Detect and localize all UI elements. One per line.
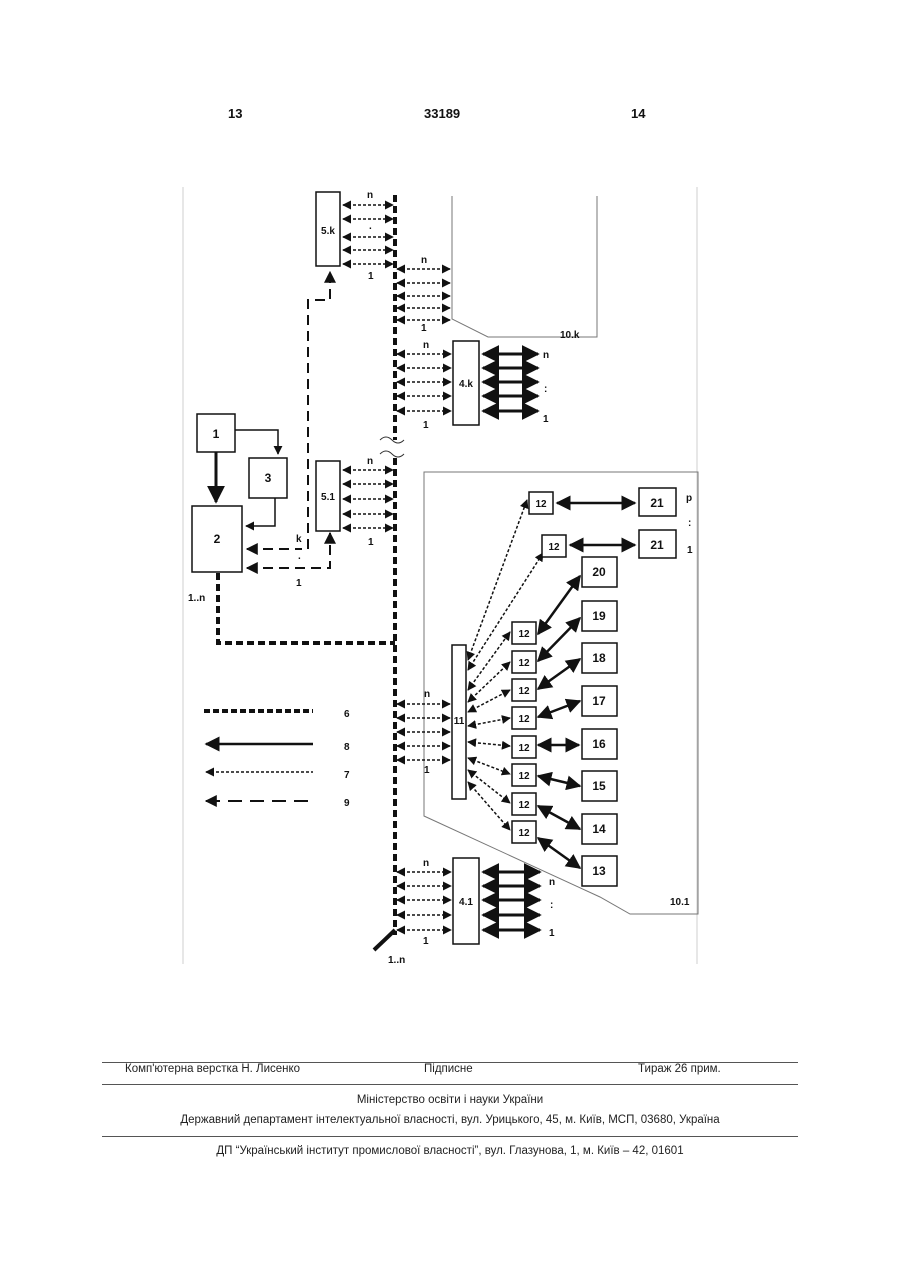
label-n-5-1: n <box>367 456 373 467</box>
footer-layout-by: Комп'ютерна верстка Н. Лисенко <box>125 1063 300 1075</box>
block-4-1-label: 4.1 <box>459 897 473 908</box>
label-n-4-1-right: n <box>549 877 555 888</box>
block-14-label: 14 <box>592 822 606 836</box>
block-12-h-label: 12 <box>518 771 530 782</box>
block-21-p-label: 21 <box>650 496 664 510</box>
label-n-11: n <box>424 689 430 700</box>
label-n-4k-left: n <box>423 340 429 351</box>
footer-ministry: Міністерство освіти і науки України <box>0 1094 900 1106</box>
footer-department: Державний департамент інтелектуальної вл… <box>0 1114 900 1126</box>
block-12-e-label: 12 <box>518 686 530 697</box>
label-one-11: 1 <box>424 765 430 776</box>
region-10-1-label: 10.1 <box>670 897 690 908</box>
label-colon-4k: : <box>544 384 547 395</box>
block-12-d-label: 12 <box>518 658 530 669</box>
label-range-bottom: 1..n <box>388 955 405 966</box>
label-colon-4-1: : <box>550 900 553 911</box>
block-11-label: 11 <box>454 716 465 727</box>
label-one-4-1-right: 1 <box>549 928 555 939</box>
block-4k-label: 4.k <box>459 379 473 390</box>
label-k: k <box>296 534 302 545</box>
legend-number-7: 7 <box>344 770 350 781</box>
block-5k-label: 5.k <box>321 226 335 237</box>
label-one-4k-left: 1 <box>423 420 429 431</box>
block-20-label: 20 <box>592 565 606 579</box>
label-dot-5k: . <box>369 221 372 232</box>
footer-circulation: Тираж 26 прим. <box>638 1063 721 1075</box>
block-3-label: 3 <box>265 471 272 485</box>
block-2-label: 2 <box>214 532 221 546</box>
block-21-1-label: 21 <box>650 538 664 552</box>
block-12-b-label: 12 <box>548 542 560 553</box>
block-18-label: 18 <box>592 651 606 665</box>
block-19-label: 19 <box>592 609 606 623</box>
region-10k-label: 10.k <box>560 330 580 341</box>
region-10k-outline <box>452 196 597 337</box>
block-12-c-label: 12 <box>518 629 530 640</box>
label-dot-k: . <box>298 551 301 562</box>
legend-number-6: 6 <box>344 709 350 720</box>
label-n-4k-right: n <box>543 350 549 361</box>
footer-institute: ДП “Український інститут промислової вла… <box>0 1145 900 1157</box>
label-colon-21: : <box>688 518 691 529</box>
label-one-10k: 1 <box>421 323 427 334</box>
block-1-label: 1 <box>213 427 220 441</box>
block-12-g-label: 12 <box>518 743 530 754</box>
label-one-4-1-left: 1 <box>423 936 429 947</box>
label-n-4-1-left: n <box>423 858 429 869</box>
footer-signed: Підписне <box>424 1063 473 1075</box>
block-12-f-label: 12 <box>518 714 530 725</box>
block-12-j-label: 12 <box>518 828 530 839</box>
label-n-10k: n <box>421 255 427 266</box>
label-p: p <box>686 493 692 504</box>
block-17-label: 17 <box>592 694 606 708</box>
legend-number-9: 9 <box>344 798 350 809</box>
label-n-5k: n <box>367 190 373 201</box>
label-one-5k: 1 <box>368 271 374 282</box>
label-one-4k-right: 1 <box>543 414 549 425</box>
block-12-a-label: 12 <box>535 499 547 510</box>
footer-rule-bottom <box>102 1136 798 1137</box>
block-16-label: 16 <box>592 737 606 751</box>
footer-rule-middle <box>102 1084 798 1085</box>
block-15-label: 15 <box>592 779 606 793</box>
label-one-k: 1 <box>296 578 302 589</box>
label-range-top: 1..n <box>188 593 205 604</box>
label-one-21: 1 <box>687 545 693 556</box>
block-13-label: 13 <box>592 864 606 878</box>
block-12-i-label: 12 <box>518 800 530 811</box>
block-5-1-label: 5.1 <box>321 492 335 503</box>
label-one-5-1: 1 <box>368 537 374 548</box>
legend-number-8: 8 <box>344 742 350 753</box>
